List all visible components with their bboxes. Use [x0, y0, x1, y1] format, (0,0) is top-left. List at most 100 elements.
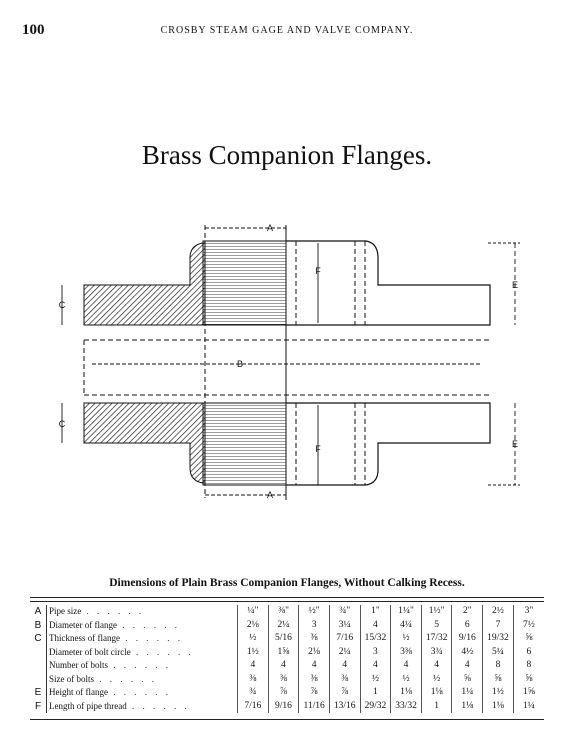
row-label: Length of pipe thread	[49, 700, 127, 711]
table-cell: ⅜	[328, 672, 361, 686]
row-label: Diameter of flange	[49, 619, 117, 630]
table-cell: 2⅛	[237, 618, 269, 632]
running-head: CROSBY STEAM GAGE AND VALVE COMPANY.	[160, 25, 414, 36]
table-cell: 4	[298, 659, 330, 673]
table-cell: 7/16	[237, 699, 269, 713]
table-cell: ⅞	[267, 686, 299, 700]
table-cell: ⅝	[482, 672, 514, 686]
row-letter: B	[30, 618, 47, 632]
table-cell: ½"	[298, 605, 330, 619]
dim-label-f-bottom: F	[315, 444, 321, 454]
table-cell: 19/32	[482, 632, 514, 646]
table-cell: 3¼	[328, 618, 361, 632]
table-cell: 1⅛	[482, 699, 514, 713]
table-cell: 1"	[359, 605, 391, 619]
table-cell: 1¼	[451, 686, 483, 700]
row-letter: F	[30, 699, 47, 713]
row-label: Size of bolts	[49, 673, 94, 684]
page-title: Brass Companion Flanges.	[141, 140, 433, 170]
table-cell: ⅝	[512, 632, 544, 646]
table-cell: 4	[420, 659, 452, 673]
table-cell: ⅞	[328, 686, 361, 700]
leader-dots: . . . . . .	[94, 673, 157, 684]
table-cell: ¾	[237, 686, 269, 700]
table-cell: 3	[298, 618, 330, 632]
table-cell: 8	[482, 659, 514, 673]
hidden-lines	[83, 225, 490, 498]
table-top-rule	[30, 597, 544, 598]
table-cell: ¼"	[237, 605, 269, 619]
table-cell: 1½	[237, 645, 269, 659]
lower-companion-flange	[286, 402, 491, 486]
row-letter: A	[30, 605, 47, 619]
table-cell: 29/32	[359, 699, 391, 713]
table-cell: ½	[390, 632, 422, 646]
dim-label-b: B	[237, 359, 243, 369]
table-cell: 3¾	[420, 645, 452, 659]
row-letter: C	[30, 632, 47, 646]
table-cell: 2⅛	[298, 645, 330, 659]
leader-dots: . . . . . .	[119, 633, 183, 644]
table-cell: 1	[420, 699, 452, 713]
row-letter	[30, 659, 47, 673]
table-cell: 8	[512, 659, 544, 673]
table-cell: 5¼	[482, 645, 514, 659]
dim-label-a-bottom: A	[267, 490, 273, 500]
row-letter: E	[30, 686, 47, 700]
table-cell: 15/32	[359, 632, 391, 646]
table-cell: 1	[359, 686, 391, 700]
dim-label-e-bottom: E	[512, 439, 518, 449]
row-label: Diameter of bolt circle	[49, 646, 131, 657]
table-cell: ⅜	[237, 672, 269, 686]
upper-thread-region	[202, 240, 287, 326]
table-cell: 17/32	[420, 632, 452, 646]
leader-dots: . . . . . .	[81, 606, 145, 617]
table-cell: ⅝	[512, 672, 544, 686]
table-cell: ⅜	[267, 672, 299, 686]
table-cell: 4	[390, 659, 422, 673]
dim-label-a-top: A	[267, 223, 273, 233]
page-number: 100	[22, 22, 45, 38]
table-cell: 4	[328, 659, 361, 673]
dim-label-e-top: E	[512, 280, 518, 290]
table-cell: 2½	[482, 605, 514, 619]
flange-cross-section-diagram: A A B C C E E F F	[59, 223, 520, 500]
table-cell: 6	[451, 618, 483, 632]
table-cell: 7/16	[328, 632, 361, 646]
row-label: Number of bolts	[49, 660, 108, 671]
table-cell: 2¼	[328, 645, 361, 659]
lower-thread-region	[202, 402, 287, 486]
table-cell: ½	[237, 632, 269, 646]
leader-dots: . . . . . .	[126, 700, 190, 711]
table-cell: 1¼"	[390, 605, 422, 619]
table-cell: 1⅝	[512, 686, 544, 700]
table-cell: ⅞	[298, 686, 330, 700]
table-cell: ½	[359, 672, 391, 686]
table-cell: 33/32	[390, 699, 422, 713]
leader-dots: . . . . . .	[107, 687, 171, 698]
lower-flange-section	[83, 402, 206, 484]
table-cell: ½	[390, 672, 422, 686]
table-cell: 4	[451, 659, 483, 673]
row-label: Pipe size	[49, 606, 82, 617]
table-cell: 1½"	[420, 605, 452, 619]
table-cell: 3"	[512, 605, 544, 619]
row-label: Thickness of flange	[49, 633, 120, 644]
table-title: Dimensions of Plain Brass Companion Flan…	[109, 577, 465, 589]
table-cell: 5/16	[267, 632, 299, 646]
table-top-rule-2	[30, 601, 544, 602]
table-cell: 1⅛	[390, 686, 422, 700]
table-cell: 4¼	[390, 618, 422, 632]
row-letter	[30, 645, 47, 659]
table-bottom-rule	[30, 719, 544, 720]
table-cell: 4	[359, 659, 391, 673]
table-cell: 6	[512, 645, 544, 659]
table-cell: 3	[359, 645, 391, 659]
dim-label-f-top: F	[315, 266, 321, 276]
